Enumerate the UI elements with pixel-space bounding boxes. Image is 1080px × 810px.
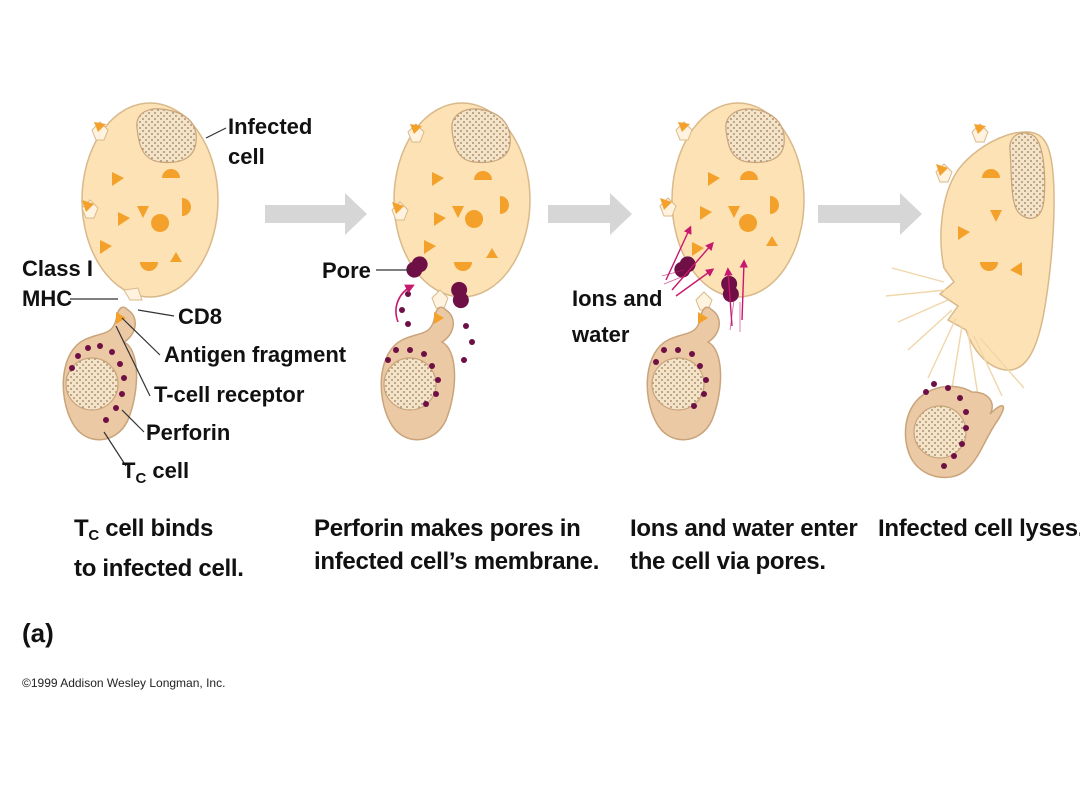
copyright-notice: ©1999 Addison Wesley Longman, Inc. [22, 676, 226, 690]
label-perforin: Perforin [146, 420, 230, 445]
process-arrow-3 [818, 193, 922, 235]
label-class-i-mhc: Class I MHC [22, 256, 99, 311]
tc-nucleus-4 [913, 405, 967, 459]
caption-step-4-line-1: Infected cell lyses. [878, 515, 1080, 542]
step-3-ion-influx: Ions and water [571, 102, 805, 441]
step-2-pore-formation: Pore [322, 102, 531, 441]
caption-step-1-subscript: C [88, 527, 99, 544]
process-arrow-1 [265, 193, 367, 235]
perforin-granules-3 [653, 347, 709, 409]
step-1-binding: Infected cell Class I MHC CD8 Antigen fr… [22, 102, 347, 487]
caption-step-3-line-1: Ions and water enter [630, 515, 858, 542]
label-pore: Pore [322, 258, 371, 283]
water-streaks [661, 269, 741, 332]
step-4-lysis [885, 123, 1055, 479]
infected-cell-nucleus-3 [725, 108, 785, 164]
label-antigen-fragment: Antigen fragment [164, 342, 347, 367]
caption-step-4: Infected cell lyses. [878, 512, 1080, 545]
bound-antigen [116, 312, 126, 324]
tc-nucleus-3 [651, 357, 705, 411]
surface-mhc-molecules-2 [391, 123, 449, 309]
caption-step-2: Perforin makes pores in infected cell’s … [314, 512, 599, 578]
caption-step-2-line-1: Perforin makes pores in [314, 515, 581, 542]
lysed-cell-nucleus [1009, 132, 1046, 219]
caption-step-3: Ions and water enter the cell via pores. [630, 512, 858, 578]
caption-step-3-line-2: the cell via pores. [630, 548, 826, 575]
infected-cell-nucleus-2 [451, 108, 511, 164]
surface-mhc-molecules-4 [935, 123, 989, 183]
tc-nucleus-2 [383, 357, 437, 411]
caption-step-1-t: T [74, 515, 89, 542]
caption-step-1: TC cell binds to infected cell. [74, 512, 244, 585]
antigen-fragments [100, 169, 191, 271]
label-tc-cell: TC cell [122, 458, 189, 487]
label-infected-cell: Infected cell [228, 114, 318, 169]
bound-antigen-3 [698, 312, 708, 324]
ion-water-arrows [665, 225, 749, 327]
caption-step-1-line-2: to infected cell. [74, 555, 244, 582]
surface-mhc-molecules-3 [659, 121, 713, 311]
leader-lines [70, 127, 227, 467]
process-arrow-2 [548, 193, 632, 235]
caption-step-1-rest: cell binds [98, 515, 213, 542]
antigen-fragments-2 [424, 171, 509, 271]
perforin-insertion-arrow [395, 284, 415, 323]
label-ions-and-water: Ions and water [571, 286, 669, 347]
label-cd8: CD8 [178, 304, 222, 329]
antigen-fragments-3 [692, 171, 779, 256]
infected-cell-nucleus [136, 108, 197, 164]
pores [406, 256, 469, 309]
panel-label: (a) [22, 618, 54, 648]
antigen-fragments-4 [958, 169, 1022, 276]
caption-step-2-line-2: infected cell’s membrane. [314, 548, 600, 575]
surface-mhc-molecules [81, 121, 143, 301]
perforin-granules-4 [923, 381, 969, 469]
label-t-cell-receptor: T-cell receptor [154, 382, 305, 407]
perforin-granules-2 [385, 291, 475, 407]
leaking-contents-lines [885, 267, 1025, 397]
tc-nucleus [65, 357, 119, 411]
perforin-granules [69, 343, 127, 423]
bound-antigen-2 [434, 312, 444, 324]
